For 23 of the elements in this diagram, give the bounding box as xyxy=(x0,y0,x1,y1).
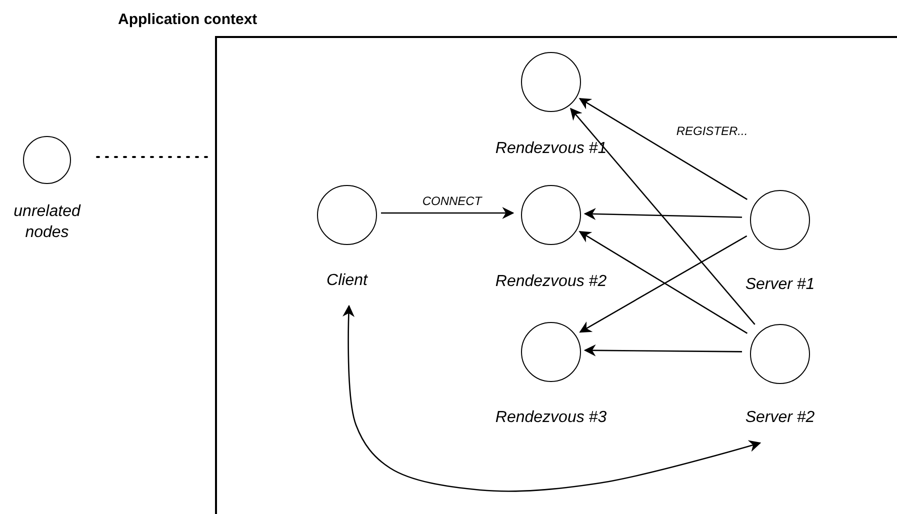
node-circle xyxy=(750,190,810,250)
edge-label: CONNECT xyxy=(420,194,484,208)
arrow xyxy=(570,108,756,325)
context-title: Application context xyxy=(118,11,258,28)
arrow xyxy=(584,344,742,356)
node-label: Rendezvous #3 xyxy=(494,408,608,428)
node-circle xyxy=(521,185,581,245)
node-circle xyxy=(23,136,71,184)
arrow xyxy=(578,98,748,200)
node-circle xyxy=(521,322,581,382)
node-label: Rendezvous #2 xyxy=(494,272,608,292)
node-circle xyxy=(750,324,810,384)
node-label: Rendezvous #1 xyxy=(494,139,608,159)
node-label: Server #2 xyxy=(744,408,816,428)
node-circle xyxy=(317,185,377,245)
arrow xyxy=(381,207,514,219)
node-label: Server #1 xyxy=(744,275,816,295)
node-label: Client xyxy=(326,271,369,291)
node-label: unrelated nodes xyxy=(12,202,82,243)
dotted-connector xyxy=(96,156,211,158)
arrow xyxy=(342,304,762,492)
node-circle xyxy=(521,52,581,112)
arrow xyxy=(584,208,742,220)
